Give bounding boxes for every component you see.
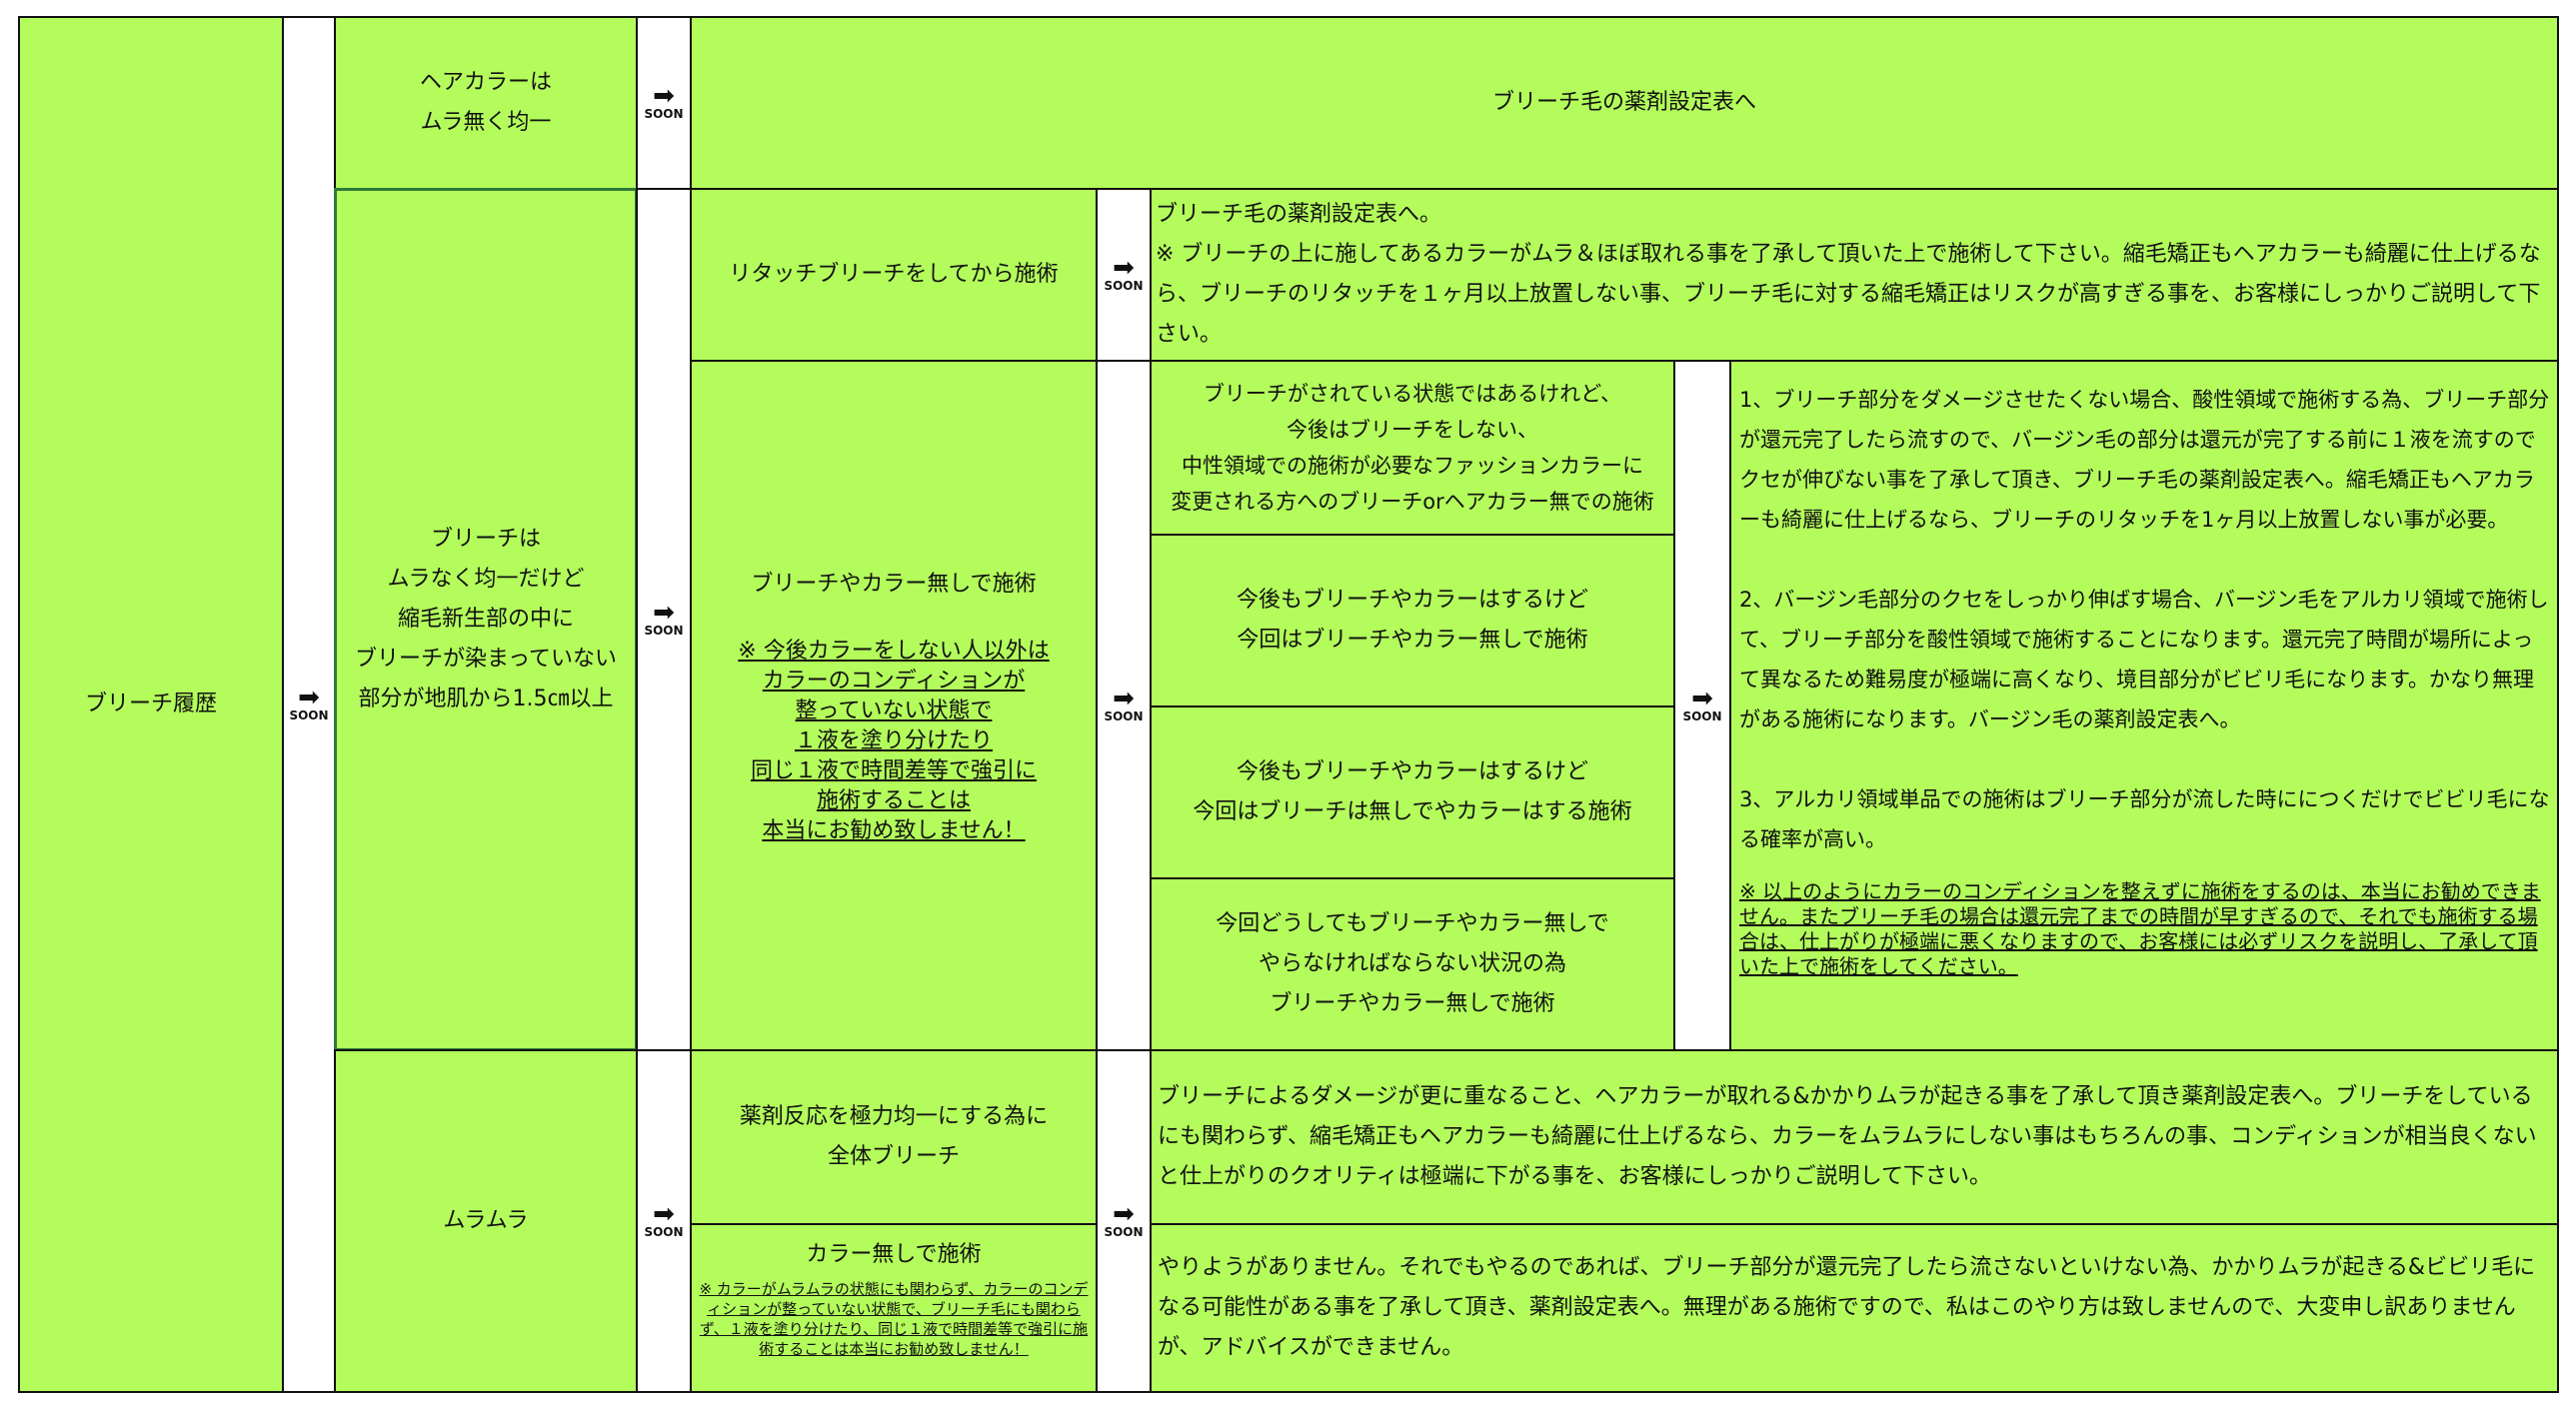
- no-color-warning-3: 整っていない状態で: [795, 699, 993, 723]
- result-even-cell: ブリーチ毛の薬剤設定表へ: [690, 16, 2559, 190]
- condition-bleach-line-1: ブリーチは: [430, 527, 541, 552]
- case-2-line-1: 今後もブリーチやカラーはするけど: [1236, 588, 1588, 613]
- arrow-no-color: ➡ SOON: [1096, 360, 1152, 1051]
- arrow-right-icon: ➡: [1113, 684, 1135, 713]
- no-color-option-cell: ブリーチやカラー無しで施術 ※ 今後カラーをしない人以外は カラーのコンディショ…: [690, 360, 1098, 1051]
- retouch-option-text: リタッチブリーチをしてから施術: [729, 262, 1059, 287]
- uneven-no-color-note-cell: やりようがありません。それでもやるのであれば、ブリーチ部分が還元完了したら流さな…: [1150, 1223, 2559, 1393]
- retouch-option-cell: リタッチブリーチをしてから施術: [690, 188, 1098, 362]
- condition-even-line-1: ヘアカラーは: [419, 70, 552, 95]
- arrow-row-bleach: ➡ SOON: [636, 188, 692, 1051]
- full-bleach-note-cell: ブリーチによるダメージが更に重なること、ヘアカラーが取れる&かかりムラが起きる事…: [1150, 1049, 2559, 1225]
- retouch-note-cell: ブリーチ毛の薬剤設定表へ。 ※ ブリーチの上に施してあるカラーがムラ＆ほぼ取れる…: [1150, 188, 2559, 362]
- full-bleach-line-1: 薬剤反応を極力均一にする為に: [739, 1104, 1049, 1129]
- condition-bleach-line-4: ブリーチが染まっていない: [354, 647, 618, 672]
- advice-paragraph-4: ※ 以上のようにカラーのコンディションを整えずに施術をするのは、本当にお勧めでき…: [1739, 879, 2541, 978]
- arrow-right-icon: ➡: [653, 81, 675, 111]
- arrow-right-icon: ➡: [1113, 253, 1135, 283]
- history-label: ブリーチ履歴: [84, 692, 217, 716]
- no-color-warning-1: ※ 今後カラーをしない人以外は: [738, 639, 1050, 664]
- case-3-line-1: 今後もブリーチやカラーはするけど: [1236, 759, 1588, 784]
- soon-label: SOON: [1104, 709, 1144, 723]
- soon-label: SOON: [289, 708, 329, 722]
- case-1-line-1: ブリーチがされている状態ではあるけれど、: [1203, 382, 1622, 406]
- soon-label: SOON: [644, 624, 684, 638]
- arrow-right-icon: ➡: [1691, 684, 1713, 713]
- full-bleach-line-2: 全体ブリーチ: [827, 1144, 960, 1169]
- full-bleach-option-cell: 薬剤反応を極力均一にする為に 全体ブリーチ: [690, 1049, 1098, 1225]
- case-1-line-3: 中性領域での施術が必要なファッションカラーに: [1181, 454, 1643, 478]
- condition-even-line-2: ムラ無く均一: [420, 110, 552, 135]
- case-4-line-3: ブリーチやカラー無しで施術: [1270, 991, 1555, 1016]
- no-color-warning-2: カラーのコンディションが: [762, 669, 1026, 694]
- arrow-row-even: ➡ SOON: [636, 16, 692, 190]
- case-4-line-1: 今回どうしてもブリーチやカラー無しで: [1216, 911, 1609, 936]
- soon-label: SOON: [1104, 1225, 1144, 1239]
- soon-label: SOON: [644, 107, 684, 121]
- soon-label: SOON: [1682, 709, 1722, 723]
- condition-bleach-line-3: 縮毛新生部の中に: [397, 607, 574, 632]
- condition-uneven-cell: ムラムラ: [334, 1049, 638, 1393]
- uneven-no-color-option-text: カラー無しで施術: [806, 1242, 982, 1267]
- advice-cell: 1、ブリーチ部分をダメージさせたくない場合、酸性領域で施術する為、ブリーチ部分が…: [1729, 360, 2559, 1051]
- case-3-line-2: 今回はブリーチは無しでやカラーはする施術: [1193, 799, 1632, 824]
- condition-bleach-even-cell: ブリーチは ムラなく均一だけど 縮毛新生部の中に ブリーチが染まっていない 部分…: [334, 188, 638, 1051]
- no-color-option-text: ブリーチやカラー無しで施術: [751, 572, 1037, 597]
- advice-paragraph-3: 3、アルカリ領域単品での施術はブリーチ部分が流した時ににつくだけでビビリ毛になる…: [1739, 787, 2550, 851]
- arrow-right-icon: ➡: [1113, 1199, 1135, 1229]
- no-color-warning-6: 施術することは: [816, 788, 971, 813]
- case-1-cell: ブリーチがされている状態ではあるけれど、 今後はブリーチをしない、 中性領域での…: [1150, 360, 1675, 536]
- uneven-no-color-warning: ※ カラーがムラムラの状態にも関わらず、カラーのコンディションが整っていない状態…: [699, 1280, 1089, 1358]
- case-4-cell: 今回どうしてもブリーチやカラー無しで やらなければならない状況の為 ブリーチやカ…: [1150, 877, 1675, 1051]
- arrow-row-uneven: ➡ SOON: [636, 1049, 692, 1393]
- uneven-no-color-note-text: やりようがありません。それでもやるのであれば、ブリーチ部分が還元完了したら流さな…: [1158, 1255, 2536, 1360]
- history-label-cell: ブリーチ履歴: [18, 16, 284, 1393]
- case-2-line-2: 今回はブリーチやカラー無しで施術: [1237, 628, 1588, 653]
- arrow-right-icon: ➡: [653, 1199, 675, 1229]
- no-color-warning-4: １液を塗り分けたり: [794, 728, 993, 753]
- no-color-warning-5: 同じ１液で時間差等で強引に: [750, 758, 1037, 783]
- no-color-warning-7: 本当にお勧め致しません！: [762, 818, 1026, 843]
- condition-even-cell: ヘアカラーは ムラ無く均一: [334, 16, 638, 190]
- retouch-note-text: ブリーチ毛の薬剤設定表へ。 ※ ブリーチの上に施してあるカラーがムラ＆ほぼ取れる…: [1156, 202, 2541, 347]
- result-even-text: ブリーチ毛の薬剤設定表へ: [1491, 90, 1756, 115]
- case-4-line-2: やらなければならない状況の為: [1258, 951, 1566, 976]
- condition-uneven-text: ムラムラ: [443, 1208, 529, 1233]
- full-bleach-note-text: ブリーチによるダメージが更に重なること、ヘアカラーが取れる&かかりムラが起きる事…: [1158, 1084, 2537, 1189]
- soon-label: SOON: [1104, 279, 1144, 293]
- condition-bleach-line-5: 部分が地肌から1.5㎝以上: [358, 687, 614, 711]
- arrow-cases: ➡ SOON: [1673, 360, 1731, 1051]
- case-1-line-4: 変更される方へのブリーチorヘアカラー無での施術: [1171, 490, 1654, 514]
- advice-paragraph-1: 1、ブリーチ部分をダメージさせたくない場合、酸性領域で施術する為、ブリーチ部分が…: [1739, 388, 2550, 532]
- arrow-uneven-options: ➡ SOON: [1096, 1049, 1152, 1393]
- arrow-right-icon: ➡: [298, 683, 320, 712]
- condition-bleach-line-2: ムラなく均一だけど: [387, 567, 585, 592]
- case-1-line-2: 今後はブリーチをしない、: [1286, 418, 1538, 442]
- arrow-col-1: ➡ SOON: [282, 16, 336, 1393]
- case-2-cell: 今後もブリーチやカラーはするけど 今回はブリーチやカラー無しで施術: [1150, 534, 1675, 707]
- arrow-retouch: ➡ SOON: [1096, 188, 1152, 362]
- arrow-right-icon: ➡: [653, 598, 675, 628]
- uneven-no-color-option-cell: カラー無しで施術 ※ カラーがムラムラの状態にも関わらず、カラーのコンディション…: [690, 1223, 1098, 1393]
- case-3-cell: 今後もブリーチやカラーはするけど 今回はブリーチは無しでやカラーはする施術: [1150, 705, 1675, 879]
- advice-paragraph-2: 2、バージン毛部分のクセをしっかり伸ばす場合、バージン毛をアルカリ領域で施術して…: [1739, 588, 2549, 731]
- soon-label: SOON: [644, 1225, 684, 1239]
